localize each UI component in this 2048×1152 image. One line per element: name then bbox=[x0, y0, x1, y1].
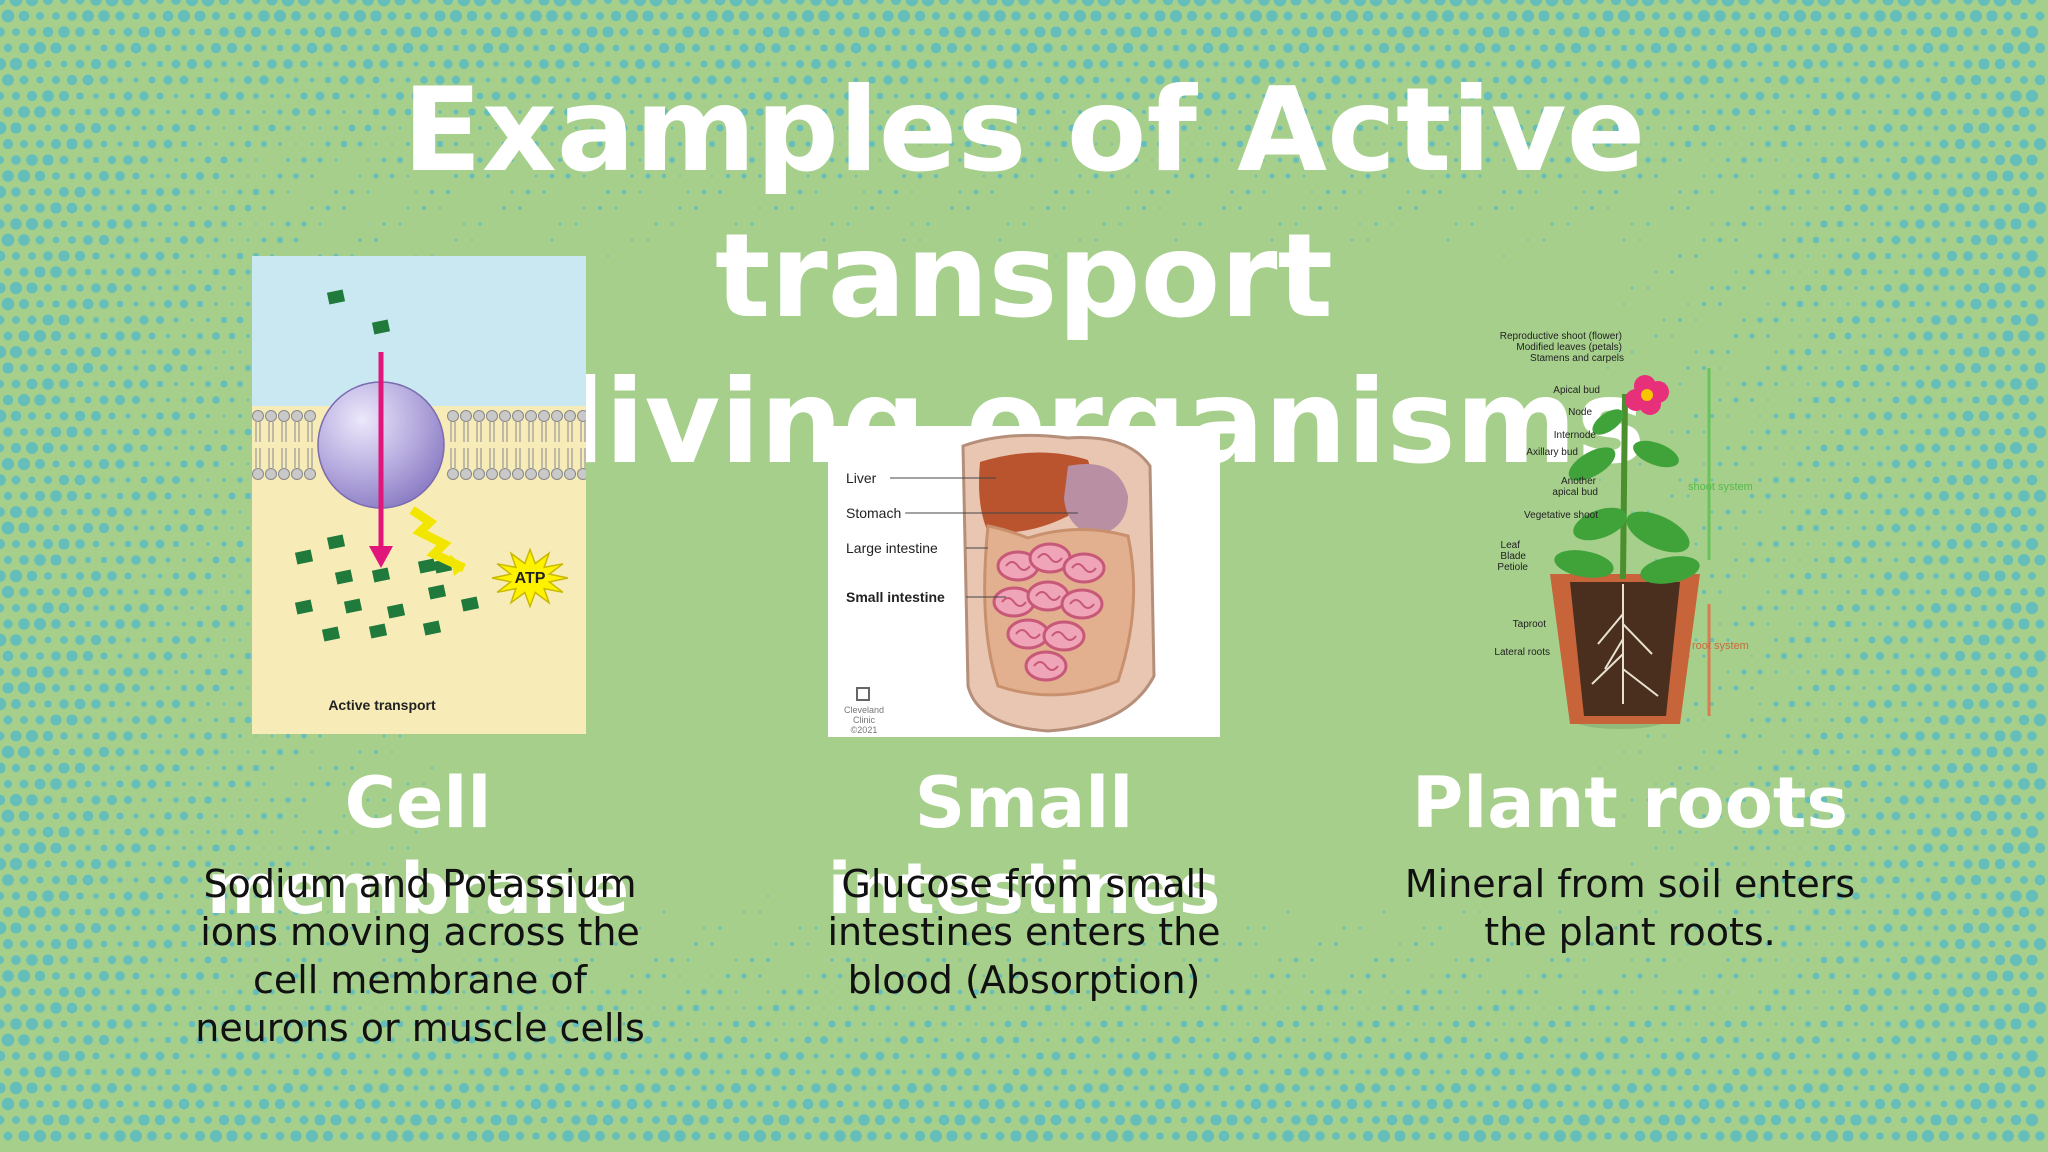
description-cell-membrane: Sodium and Potassium ions moving across … bbox=[195, 862, 645, 1050]
plant-label: Lateral roots bbox=[1494, 647, 1550, 658]
atp-badge: ATP bbox=[491, 547, 569, 609]
plant-label: Axillary bud bbox=[1526, 447, 1578, 458]
leaves bbox=[1554, 409, 1700, 584]
plant-label: Vegetative shoot bbox=[1524, 510, 1598, 521]
plant-label: Apical bud bbox=[1553, 385, 1600, 396]
plant-label: Modified leaves (petals) bbox=[1516, 342, 1622, 353]
organ-label: Stomach bbox=[846, 505, 901, 521]
plant-label: Petiole bbox=[1497, 562, 1528, 573]
plant-label: Blade bbox=[1500, 551, 1526, 562]
particles bbox=[294, 289, 480, 642]
soil bbox=[1570, 582, 1680, 716]
plant-label: Another bbox=[1561, 476, 1597, 487]
stomach-shape bbox=[1064, 464, 1128, 536]
active-transport-image: ATP Active transport bbox=[252, 256, 586, 734]
transport-arrow-head bbox=[369, 546, 393, 568]
heading-cell-membrane: Cell membrane bbox=[206, 762, 630, 930]
plant-label: Node bbox=[1568, 407, 1592, 418]
stem bbox=[1620, 393, 1628, 580]
plant-label: Taproot bbox=[1513, 619, 1547, 630]
plant-diagram-image: shoot system root system Reproductive sh… bbox=[1494, 331, 1753, 729]
energy-bolt bbox=[409, 506, 466, 573]
lipid-bilayer bbox=[252, 410, 586, 480]
clinic-logo-icon bbox=[856, 687, 870, 701]
plant-labels: Reproductive shoot (flower)Modified leav… bbox=[1494, 331, 1624, 658]
plant-label: Stamens and carpels bbox=[1530, 353, 1624, 364]
plant-label: apical bud bbox=[1552, 487, 1598, 498]
heading-plant-roots: Plant roots bbox=[1411, 762, 1849, 844]
energy-bolt-tip bbox=[450, 554, 464, 576]
organ-label: Liver bbox=[846, 470, 877, 486]
title-line-1: Examples of Active transport bbox=[402, 63, 1646, 344]
organ-label: Large intestine bbox=[846, 540, 938, 556]
plant-label: Reproductive shoot (flower) bbox=[1500, 331, 1622, 342]
description-small-intestines: Glucose from small intestines enters the… bbox=[827, 862, 1221, 1002]
small-intestine-coils bbox=[992, 542, 1106, 682]
plant-label: Leaf bbox=[1501, 540, 1521, 551]
heading-small-intestines: Small intestines bbox=[827, 762, 1221, 930]
description-plant-roots: Mineral from soil enters the plant roots… bbox=[1404, 862, 1856, 954]
plant-label: Internode bbox=[1554, 430, 1597, 441]
flower bbox=[1625, 375, 1669, 415]
organ-label: Small intestine bbox=[846, 589, 945, 605]
roots bbox=[1591, 584, 1659, 704]
